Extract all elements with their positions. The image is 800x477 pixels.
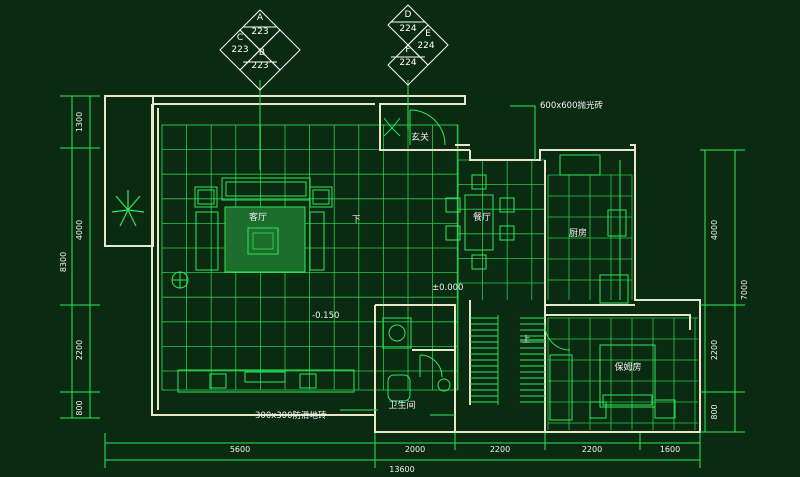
dim-bottom-2200b: 2200 [582,445,602,454]
annotation-down: 下 [352,215,361,225]
tile-grid-kitchen [547,174,633,300]
dim-bottom-2000: 2000 [405,445,425,454]
marker-c-value: 223 [231,45,248,55]
dining-table-set [445,174,515,270]
dim-bottom-5600: 5600 [230,445,250,454]
annotation-up: 上 [522,335,531,345]
dim-right-800: 800 [710,404,719,419]
marker-a-letter: A [257,13,264,23]
annotation-level-zero: ±0.000 [432,283,463,293]
room-label-bathroom: 卫生间 [388,399,415,411]
room-label-kitchen: 厨房 [569,227,587,239]
dim-right-total: 7000 [740,280,749,300]
marker-c-letter: C [237,33,243,43]
section-marker-abc [219,9,301,91]
tv-cabinet [177,369,355,393]
walls [104,95,701,433]
dimension-lines [60,80,745,468]
marker-e-letter: E [425,29,431,39]
room-label-living: 客厅 [249,211,267,223]
marker-d-value: 224 [399,24,416,34]
entry-plant-icon [383,117,401,137]
marker-f-letter: F [405,45,410,55]
annotation-tile-large: 600x600抛光砖 [540,100,603,111]
living-rug [224,206,306,273]
sofa-set [194,177,333,271]
dim-right-4000: 4000 [710,220,719,240]
plant-icon [171,271,189,289]
bathroom-fixtures [382,317,451,402]
marker-e-value: 224 [417,41,434,51]
room-label-nanny: 保姆房 [614,361,641,373]
marker-d-letter: D [405,10,412,20]
dim-left-800: 800 [75,400,84,415]
dim-left-total: 8300 [59,252,68,272]
balcony-plant-icon [111,190,145,227]
room-label-dining: 餐厅 [473,211,491,223]
nanny-room-furniture [549,344,676,421]
dim-left-4000: 4000 [75,220,84,240]
dim-left-2200: 2200 [75,340,84,360]
kitchen-counters [559,154,629,304]
marker-b-letter: B [259,48,265,58]
annotation-tile-small: 300x300防滑地砖 [255,410,327,421]
dim-left-1300: 1300 [75,112,84,132]
dim-bottom-total: 13600 [389,465,414,474]
section-marker-def [387,4,449,86]
door-swings [409,109,571,378]
staircase [470,315,545,405]
annotation-level-minus: -0.150 [312,311,339,321]
dim-bottom-1600: 1600 [660,445,680,454]
dim-bottom-2200a: 2200 [490,445,510,454]
room-label-entry: 玄关 [411,131,429,143]
marker-f-value: 224 [399,58,416,68]
dim-right-2200: 2200 [710,340,719,360]
marker-b-value: 223 [251,61,268,71]
marker-a-value: 223 [251,27,268,37]
